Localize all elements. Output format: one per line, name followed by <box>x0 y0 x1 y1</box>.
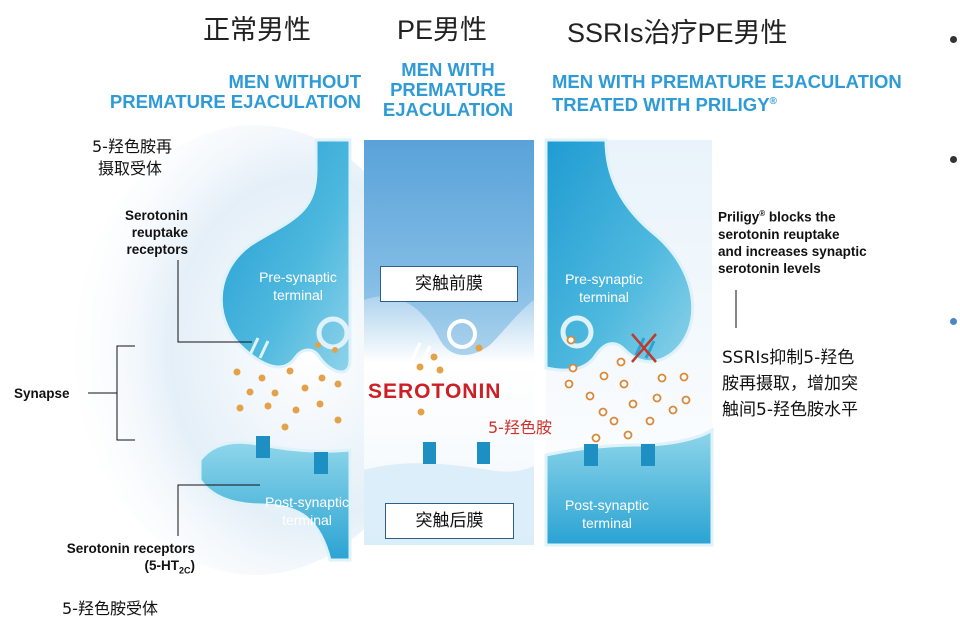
right-panel <box>544 138 714 547</box>
header-right: MEN WITH PREMATURE EJACULATION TREATED W… <box>552 72 952 115</box>
post-receptor-left-2 <box>314 452 328 474</box>
post-receptor-right-1 <box>584 444 598 466</box>
pre-synaptic-label-right: Pre-synaptic terminal <box>565 271 643 305</box>
box-presynaptic-membrane: 突触前膜 <box>380 266 518 302</box>
leader-lines <box>88 260 737 536</box>
pre-synaptic-terminal-left <box>219 138 352 374</box>
serotonin-particles-mid <box>416 344 483 416</box>
post-receptor-left-1 <box>256 436 270 458</box>
post-receptor-mid-2 <box>477 442 490 464</box>
post-synaptic-label-right: Post-synaptic terminal <box>564 497 650 531</box>
title-ssri-men: SSRIs治疗PE男性 <box>567 18 788 48</box>
header-right-line2: TREATED WITH PRILIGY® <box>552 94 777 116</box>
priligy-annotation: Priligy® blocks the serotonin reuptake a… <box>718 209 867 276</box>
serotonin-label: SEROTONIN <box>368 380 502 403</box>
synapse-label: Synapse <box>14 386 70 401</box>
header-right-line1: MEN WITH PREMATURE EJACULATION <box>552 71 902 92</box>
vesicle-right <box>560 315 594 349</box>
header-mid-line3: EJACULATION <box>382 99 514 120</box>
left-panel <box>75 125 435 575</box>
title-normal-men: 正常男性 <box>203 15 311 46</box>
middle-panel <box>364 140 534 545</box>
leader-reuptake <box>177 260 252 343</box>
bullet-marker-3 <box>950 318 957 325</box>
header-mid: MEN WITH PREMATURE EJACULATION <box>362 60 534 120</box>
header-mid-line2: PREMATURE <box>390 79 506 100</box>
header-mid-line1: MEN WITH <box>401 59 495 80</box>
header-left-line1: MEN WITHOUT <box>228 71 361 92</box>
pre-synaptic-terminal-right <box>544 138 695 372</box>
block-x-icon <box>631 333 657 363</box>
vesicle-mid <box>447 319 477 349</box>
vesicle-left <box>316 316 350 350</box>
reuptake-receptor-en: Serotonin reuptake receptors <box>125 208 188 257</box>
serotonin-zh-label: 5-羟色胺 <box>488 418 552 437</box>
header-left-line2: PREMATURE EJACULATION <box>109 91 361 112</box>
reuptake-receptor-right <box>634 337 656 359</box>
reuptake-receptor-mid <box>410 342 432 364</box>
pre-synaptic-label-left: Pre-synaptic terminal <box>259 269 337 303</box>
box-postsynaptic-membrane: 突触后膜 <box>385 503 514 539</box>
bullet-marker-1 <box>950 36 957 43</box>
serotonin-receptors-zh: 5-羟色胺受体 <box>62 599 158 618</box>
reuptake-receptor-zh: 5-羟色胺再 摄取受体 <box>92 137 172 178</box>
serotonin-particles-right <box>564 335 691 443</box>
title-pe-men: PE男性 <box>397 15 488 45</box>
post-receptor-mid-1 <box>423 442 436 464</box>
leader-receptors <box>177 484 260 536</box>
serotonin-receptors-en: Serotonin receptors (5-HT2C) <box>66 541 195 576</box>
post-synaptic-terminal-left <box>198 440 352 562</box>
serotonin-particles-left <box>233 342 342 431</box>
ssri-annotation-zh: SSRIs抑制5-羟色 胺再摄取，增加突 触间5-羟色胺水平 <box>722 348 858 420</box>
bullet-marker-2 <box>950 156 957 163</box>
reuptake-receptor-left <box>248 337 270 359</box>
post-receptor-right-2 <box>641 444 655 466</box>
header-left: MEN WITHOUT PREMATURE EJACULATION <box>86 72 361 112</box>
post-synaptic-label-left: Post-synaptic terminal <box>264 494 350 528</box>
